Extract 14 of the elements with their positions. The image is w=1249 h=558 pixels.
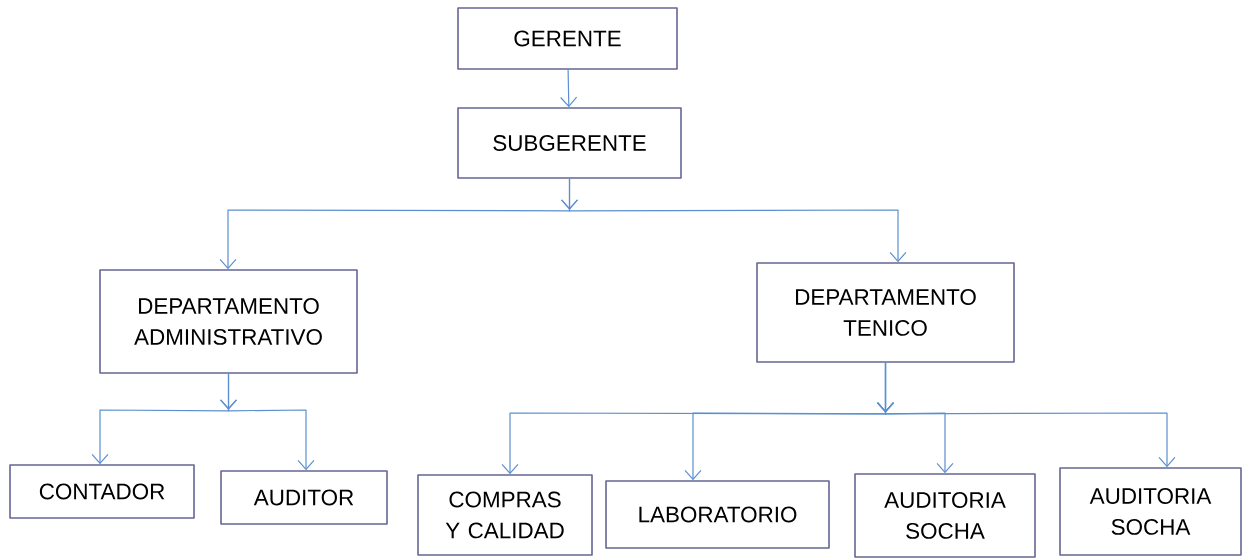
- arrow: [560, 69, 578, 108]
- org-box: DEPARTAMENTO ADMINISTRATIVO: [99, 269, 358, 374]
- arrow: [560, 178, 907, 263]
- arrow: [219, 373, 315, 471]
- org-box: AUDITORIA SOCHA: [1059, 467, 1242, 556]
- org-box: COMPRAS Y CALIDAD: [417, 474, 593, 556]
- arrow: [876, 362, 1176, 468]
- org-box: DEPARTAMENTO TENICO: [756, 262, 1015, 363]
- org-box: LABORATORIO: [605, 480, 830, 549]
- org-box: AUDITORIA SOCHA: [854, 473, 1036, 558]
- org-box: CONTADOR: [9, 464, 195, 519]
- org-box: AUDITOR: [220, 470, 388, 525]
- org-box: GERENTE: [457, 7, 678, 70]
- org-box: SUBGERENTE: [457, 107, 682, 179]
